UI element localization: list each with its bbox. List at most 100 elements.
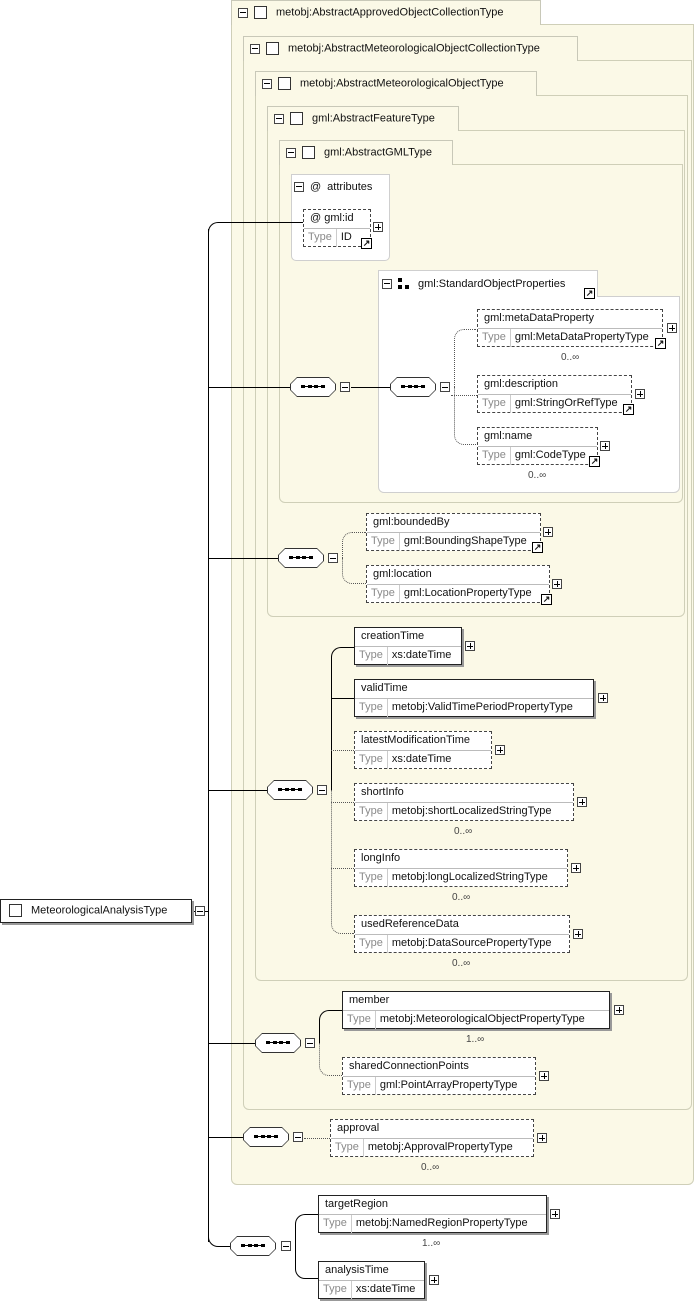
collapse-icon[interactable] <box>250 43 260 54</box>
expand-icon[interactable] <box>373 222 383 232</box>
link-line <box>351 387 390 388</box>
expand-icon[interactable] <box>598 693 608 703</box>
type-label: Type <box>304 229 337 247</box>
branch-line <box>295 1214 318 1247</box>
type-label: Type <box>478 447 511 465</box>
collapse-icon[interactable] <box>382 279 392 290</box>
collapse-icon[interactable] <box>274 113 284 124</box>
type-box-icon <box>302 146 315 159</box>
occurrence: 0..∞ <box>421 1162 440 1173</box>
element-name: creationTime <box>361 630 425 642</box>
sequence-compositor-icon <box>255 1033 301 1053</box>
expand-icon[interactable] <box>635 389 645 399</box>
type-link-arrow-icon[interactable]: ↗ <box>655 338 666 349</box>
expand-icon[interactable] <box>577 797 587 807</box>
type-link-arrow-icon[interactable]: ↗ <box>532 542 543 553</box>
type-link-arrow-icon[interactable]: ↗ <box>623 404 634 415</box>
type-label: Type <box>355 803 388 821</box>
element-name: gml:description <box>484 378 558 390</box>
type-label: Type <box>355 869 388 887</box>
expand-icon[interactable] <box>571 863 581 873</box>
collapse-icon[interactable] <box>440 382 450 392</box>
group-name: gml:StandardObjectProperties <box>418 278 566 290</box>
collapse-icon[interactable] <box>195 906 205 916</box>
branch-line <box>342 532 366 558</box>
group-tab[interactable]: gml:StandardObjectProperties <box>378 270 598 297</box>
root-type[interactable]: MeteorologicalAnalysisType <box>0 899 192 923</box>
collapse-icon[interactable] <box>340 382 350 392</box>
expand-icon[interactable] <box>543 527 553 537</box>
link-line <box>208 1137 243 1138</box>
tab-feature[interactable]: gml:AbstractFeatureType <box>267 106 459 131</box>
expand-icon[interactable] <box>552 579 562 589</box>
collapse-icon[interactable] <box>328 553 338 563</box>
expand-icon[interactable] <box>614 1005 624 1015</box>
type-value: metobj:ValidTimePeriodPropertyType <box>391 701 573 713</box>
root-name: MeteorologicalAnalysisType <box>31 904 168 917</box>
type-link-arrow-icon[interactable]: ↗ <box>584 288 595 299</box>
expand-icon[interactable] <box>550 1209 560 1219</box>
tab-met-object[interactable]: metobj:AbstractMeteorologicalObjectType <box>255 71 537 96</box>
root-trunk-line <box>208 229 209 1242</box>
type-label: Type <box>355 647 388 665</box>
type-label: Type <box>478 329 511 347</box>
expand-icon[interactable] <box>429 1275 439 1285</box>
type-link-arrow-icon[interactable]: ↗ <box>361 238 372 249</box>
type-label: Type <box>319 1281 352 1299</box>
expand-icon[interactable] <box>600 441 610 451</box>
element-name: latestModificationTime <box>361 734 471 746</box>
collapse-icon[interactable] <box>305 1038 315 1048</box>
branch-line <box>319 1010 342 1043</box>
type-value: ID <box>340 231 352 243</box>
collapse-icon[interactable] <box>286 147 296 158</box>
type-link-arrow-icon[interactable]: ↗ <box>589 456 600 467</box>
link-line <box>219 1246 230 1247</box>
collapse-icon[interactable] <box>317 785 327 795</box>
trunk-bottom-curve <box>208 1235 220 1247</box>
tab-met-collection[interactable]: metobj:AbstractMeteorologicalObjectColle… <box>243 36 578 61</box>
type-box-icon <box>9 904 22 917</box>
expand-icon[interactable] <box>495 745 505 755</box>
expand-icon[interactable] <box>539 1071 549 1081</box>
expand-icon[interactable] <box>573 929 583 939</box>
collapse-icon[interactable] <box>293 1132 303 1142</box>
group-icon <box>398 278 410 290</box>
expand-icon[interactable] <box>667 323 677 333</box>
tab-approved-collection[interactable]: metobj:AbstractApprovedObjectCollectionT… <box>231 0 541 25</box>
collapse-icon[interactable] <box>294 182 304 193</box>
collapse-icon[interactable] <box>281 1241 291 1251</box>
branch-line <box>342 558 366 584</box>
type-value: metobj:longLocalizedStringType <box>391 871 548 883</box>
expand-icon[interactable] <box>465 641 475 651</box>
collapse-icon[interactable] <box>238 7 248 18</box>
collapse-icon[interactable] <box>262 78 272 89</box>
element-name: analysisTime <box>325 1264 389 1276</box>
type-name: metobj:AbstractMeteorologicalObjectType <box>300 77 504 90</box>
type-name: gml:AbstractGMLType <box>324 146 432 159</box>
expand-icon[interactable] <box>537 1133 547 1143</box>
type-box-icon <box>290 112 303 125</box>
type-link-arrow-icon[interactable]: ↗ <box>541 594 552 605</box>
type-value: xs:dateTime <box>355 1283 416 1295</box>
branch-line <box>295 1246 318 1279</box>
tab-gml[interactable]: gml:AbstractGMLType <box>279 140 453 165</box>
attributes-header[interactable]: @attributes <box>294 181 372 193</box>
type-label: Type <box>367 533 400 551</box>
